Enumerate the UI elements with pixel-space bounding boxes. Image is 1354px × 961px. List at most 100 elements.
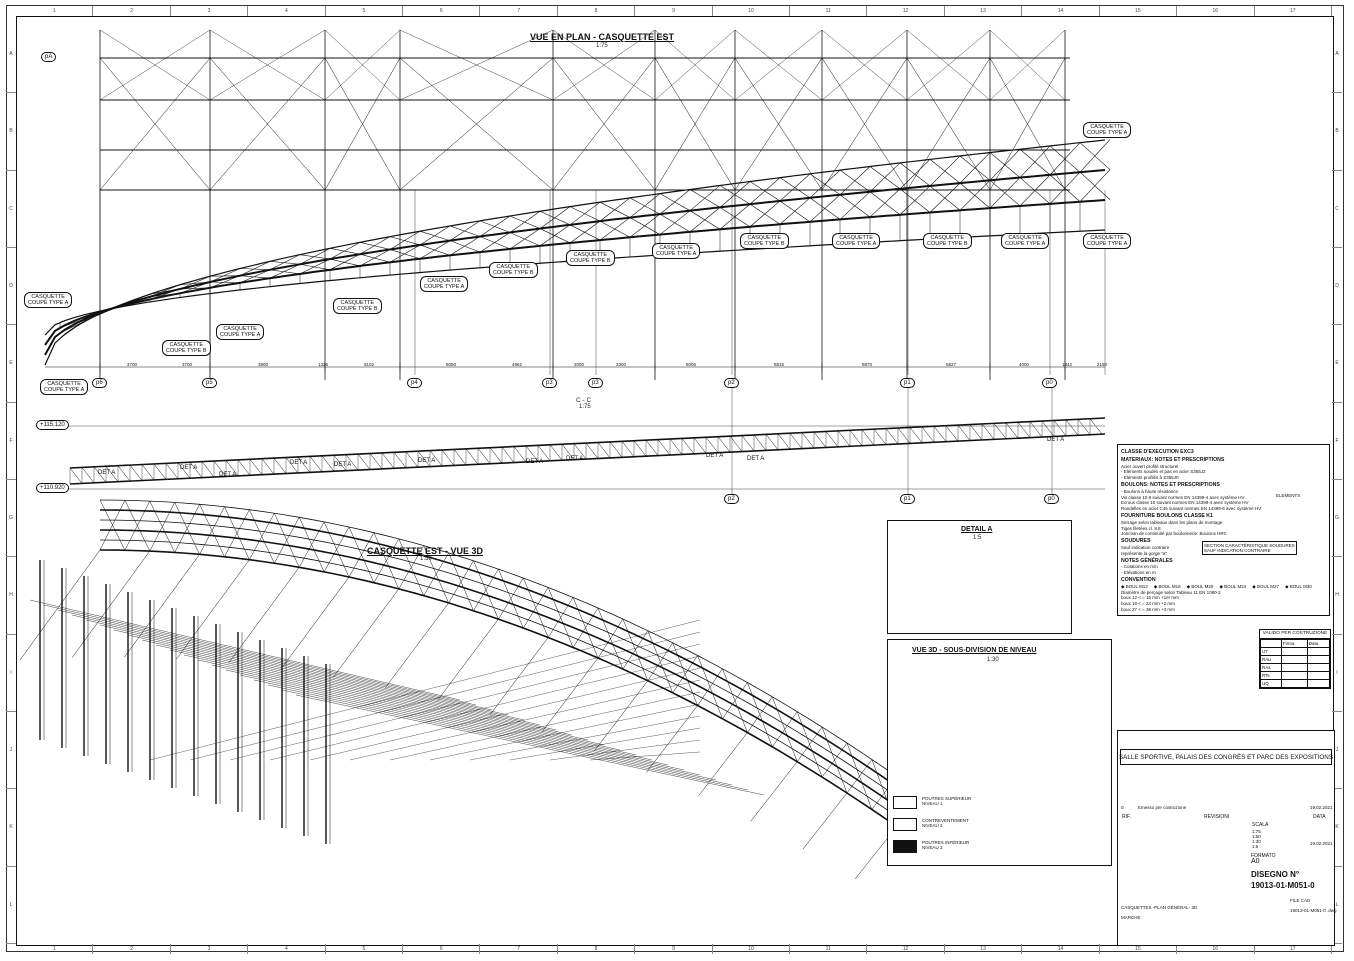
plan-dim: 3300: [616, 362, 627, 367]
validation-firma-cell: [1280, 671, 1308, 680]
scala-value: 1:30: [1252, 839, 1261, 844]
validation-row-label: RTs: [1260, 671, 1282, 680]
weld-section-label-2: SAUF INDICATION CONTRAIRE: [1204, 548, 1271, 553]
ruler-row-J: J: [6, 712, 16, 790]
casquette-line2: COUPE TYPE A: [1005, 241, 1046, 247]
ruler-row-K: K: [6, 789, 16, 867]
det-label: DET A: [98, 470, 116, 476]
notes-convention-line: boux 12 < = 16 mm +1er mm: [1121, 595, 1179, 601]
casquette-line1: CASQUETTE: [1090, 235, 1124, 241]
notes-bolt-line: - Boulons à haute résistance: [1121, 488, 1179, 494]
plan-axis-p3: p3: [588, 378, 603, 388]
bolt-symbol-label: BOUL M27: [1256, 583, 1280, 589]
bolt-symbol: ◆ BOUL M20: [1187, 584, 1214, 590]
ruler-col-1: 1: [16, 6, 94, 16]
formato-value: A0: [1251, 858, 1260, 865]
plan-dim: 4000: [1019, 362, 1030, 367]
ruler-row-C: C: [6, 171, 16, 248]
casquette-line1: CASQUETTE: [573, 252, 608, 258]
subdivision-box: [887, 639, 1112, 866]
notes-jonction: Jonction de continuité par boulonnerie: …: [1121, 531, 1227, 537]
ruler-row-I: I: [6, 635, 16, 712]
ruler-col-17: 17: [1255, 6, 1332, 16]
casquette-line1: CASQUETTE: [496, 264, 531, 270]
casquette-line1: CASQUETTE: [223, 326, 257, 332]
bolt-symbol-label: BOUL M20: [1191, 583, 1214, 589]
det-label: DET A: [334, 462, 352, 468]
bolt-symbol-label: BOUL M30: [1289, 583, 1312, 589]
ruler-col-15: 15: [1100, 6, 1178, 16]
plan-dim: 3700: [182, 362, 193, 367]
ruler-col-9: 9: [635, 6, 713, 16]
scala-label: SCALA: [1252, 822, 1269, 828]
validation-row: UQ: [1260, 679, 1331, 688]
ruler-col-b-13: 13: [945, 944, 1023, 954]
legend-label-sub: NIVEAU 3: [922, 845, 943, 850]
disegno-label: DISEGNO N°: [1251, 870, 1300, 879]
notes-classe: CLASSE D'EXECUTION EXC3: [1121, 449, 1194, 455]
validation-data-cell: [1306, 647, 1331, 656]
ruler-row-r-B: B: [1332, 93, 1342, 171]
elevation-bottom: +110.920: [36, 483, 69, 493]
scala-value: 1:5: [1252, 844, 1259, 849]
ruler-col-b-15: 15: [1100, 944, 1178, 954]
det-label: DET A: [526, 459, 544, 465]
ruler-row-D: D: [6, 248, 16, 326]
bolt-symbol: ◆ BOUL M27: [1252, 584, 1279, 590]
weld-section-label: SECTION CARACTÉRISTIQUE SOUDURES: [1204, 543, 1295, 548]
casquette-line1: CASQUETTE: [31, 294, 65, 300]
view3d-scale: 1:50: [420, 556, 432, 562]
plan-dim: 6050: [446, 362, 457, 367]
ruler-row-L: L: [6, 867, 16, 944]
ruler-col-b-3: 3: [171, 944, 249, 954]
validation-row-label: UQ: [1260, 679, 1282, 688]
plan-dim: 5870: [862, 362, 873, 367]
subdivision-title: VUE 3D - SOUS-DIVISION DE NIVEAU: [912, 647, 1037, 654]
bolt-symbol-label: BOUL M16: [1158, 583, 1181, 589]
notes-materials-title: MATERIAUX: NOTES ET PRESCRIPTIONS: [1121, 456, 1225, 463]
notes-tiges: Tiges filetées cl. 8.8: [1121, 525, 1161, 531]
file-cad-label: FILE CAD: [1290, 898, 1311, 903]
project-name: SALLE SPORTIVE, PALAIS DES CONGRÈS ET PA…: [1119, 749, 1333, 765]
casquette-line1: CASQUETTE: [1008, 235, 1042, 241]
plan-axis-p6: p6: [92, 378, 107, 388]
notes-general-title: NOTES GÉNÉRALES: [1121, 557, 1173, 564]
validation-data-cell: [1306, 671, 1331, 680]
bolt-symbol: ◆ BOUL M12: [1121, 584, 1148, 590]
ruler-col-2: 2: [93, 6, 171, 16]
ruler-col-5: 5: [326, 6, 404, 16]
elevation-top: +115.120: [36, 420, 69, 430]
ruler-row-r-D: D: [1332, 248, 1342, 326]
notes-weld-line: représente la gorge "a": [1121, 550, 1167, 556]
validation-row-label: UT: [1260, 647, 1282, 656]
casquette-line2: COUPE TYPE A: [836, 241, 877, 247]
casquette-line1: CASQUETTE: [747, 235, 782, 241]
plan-view-scale: 1:75: [596, 43, 608, 49]
casquette-line2: COUPE TYPE A: [656, 251, 697, 257]
notes-convention-title: CONVENTION: [1121, 576, 1156, 583]
legend-label-main: CONTREVENTEMENT: [922, 818, 969, 823]
ruler-col-b-17: 17: [1255, 944, 1332, 954]
rev-col-revisioni: REVISIONI: [1204, 814, 1230, 820]
file-cad-value: 19013-01-M051-0 .dwg: [1290, 908, 1337, 913]
notes-convention-line: boux 18 < = 24 mm +2 mm: [1121, 601, 1175, 607]
notes-serrage: Serrage selon tableaux dans les plans de…: [1121, 519, 1223, 525]
oggetto-value: CASQUETTES -PLAN GÉNÉRAL- 3D: [1121, 905, 1198, 910]
plan-dim: 5827: [946, 362, 957, 367]
plan-view-title: VUE EN PLAN - CASQUETTE EST: [530, 32, 675, 42]
validation-data-cell: [1306, 663, 1331, 672]
ruler-row-r-C: C: [1332, 171, 1342, 248]
legend-label-main: POUTRES SUPÉRIEUR: [922, 796, 972, 801]
casquette-line1: CASQUETTE: [930, 235, 965, 241]
title-block: SALLE SPORTIVE, PALAIS DES CONGRÈS ET PA…: [1117, 730, 1335, 946]
notes-material-line: - Eléments soudés et pas en acier S355J2: [1121, 469, 1206, 475]
